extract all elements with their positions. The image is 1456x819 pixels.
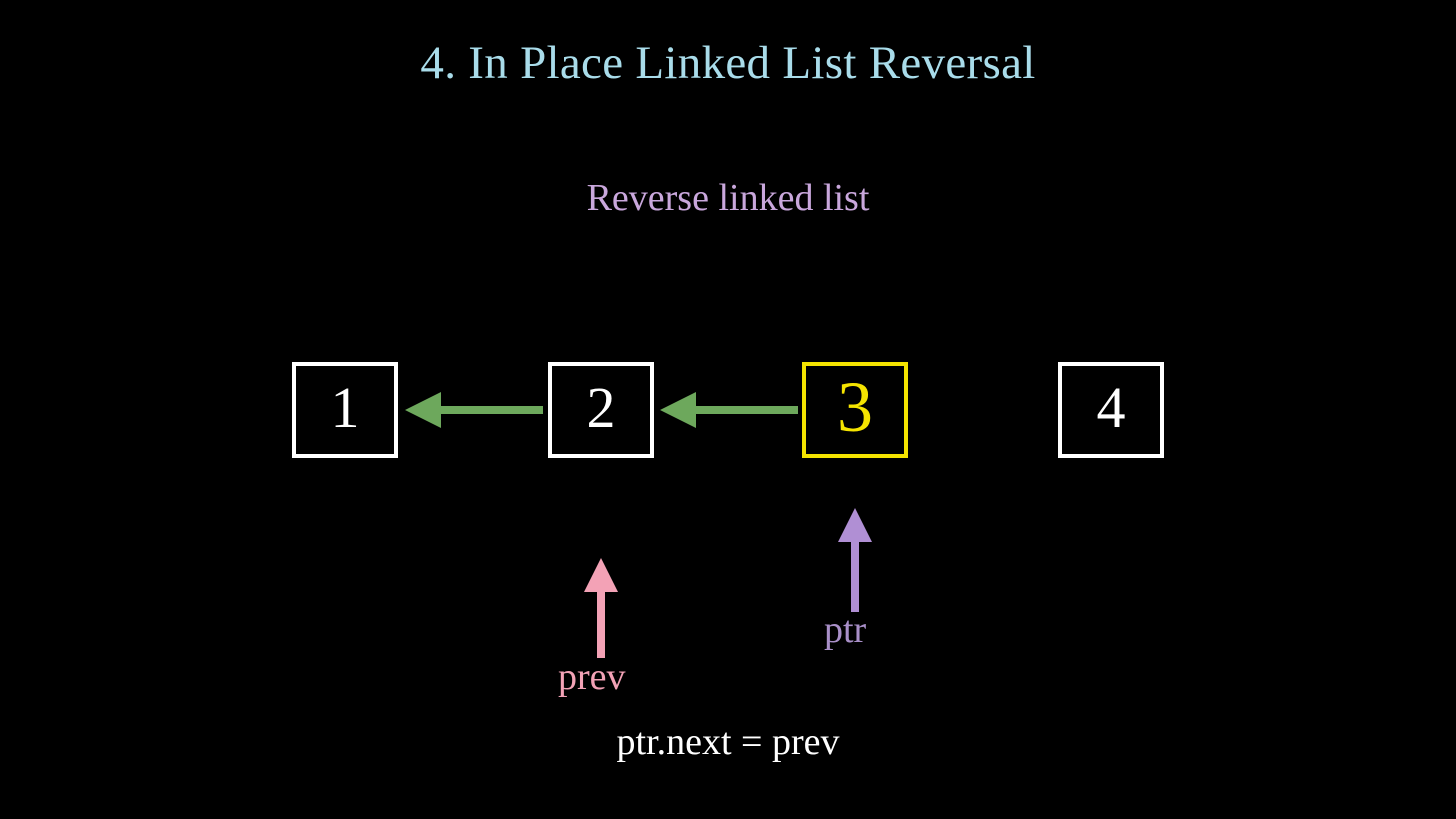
prev-pointer-arrow-icon (584, 558, 618, 658)
slide-subtitle: Reverse linked list (586, 177, 870, 219)
list-node-value: 3 (837, 367, 873, 447)
pointer-arrow-head (838, 508, 872, 542)
list-node-value: 4 (1096, 375, 1126, 440)
prev-pointer-label: prev (558, 656, 626, 698)
link-arrow-2-to-1-icon (405, 392, 543, 428)
list-node-4: 4 (1058, 362, 1164, 458)
page-title: 4. In Place Linked List Reversal (420, 37, 1036, 89)
pointer-arrow-shaft (851, 538, 859, 612)
list-node-value: 2 (586, 375, 616, 440)
link-arrow-3-to-2-icon (660, 392, 798, 428)
list-node-3-highlighted: 3 (802, 362, 908, 458)
ptr-pointer-arrow-icon (838, 508, 872, 612)
link-arrow-shaft (439, 406, 543, 414)
code-caption: ptr.next = prev (616, 721, 840, 763)
ptr-pointer-label: ptr (824, 609, 867, 651)
list-node-1: 1 (292, 362, 398, 458)
list-node-2: 2 (548, 362, 654, 458)
link-arrow-shaft (694, 406, 798, 414)
pointer-arrow-head (584, 558, 618, 592)
link-arrow-head (405, 392, 441, 428)
pointer-arrow-shaft (597, 588, 605, 658)
list-node-value: 1 (330, 375, 360, 440)
link-arrow-head (660, 392, 696, 428)
